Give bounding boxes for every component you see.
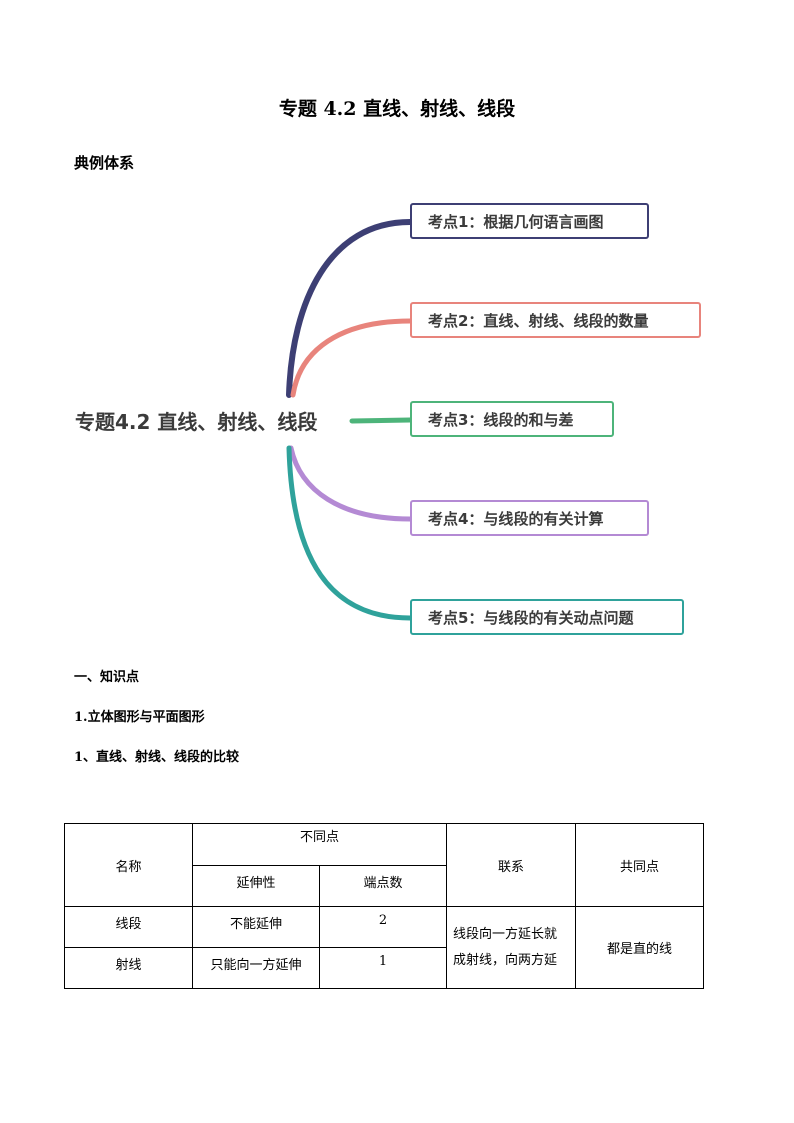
subheading-comparison: 1、直线、射线、线段的比较	[74, 750, 240, 765]
mindmap-node-1: 考点1：根据几何语言画图	[410, 203, 649, 239]
header-extensibility: 延伸性	[192, 865, 320, 907]
relation-cell: 线段向一方延长就成射线，向两方延	[446, 906, 576, 989]
header-name: 名称	[64, 823, 193, 907]
mindmap-node-4: 考点4：与线段的有关计算	[410, 500, 649, 536]
common-cell: 都是直的线	[575, 906, 704, 989]
header-differences: 不同点	[192, 823, 447, 866]
connector-5	[286, 445, 413, 621]
table-row: 线段 不能延伸 2 线段向一方延长就成射线，向两方延 都是直的线	[64, 906, 704, 989]
header-common: 共同点	[575, 823, 704, 907]
row-name: 线段	[64, 906, 193, 948]
connector-3	[349, 417, 413, 424]
mindmap-node-5: 考点5：与线段的有关动点问题	[410, 599, 684, 635]
section-heading-knowledge: 一、知识点	[74, 670, 140, 685]
row-name: 射线	[64, 947, 193, 989]
document-title: 专题 4.2 直线、射线、线段	[278, 98, 516, 120]
section-heading-examples: 典例体系	[74, 154, 135, 172]
mindmap-connectors	[286, 219, 413, 621]
subheading-shapes: 1.立体图形与平面图形	[74, 710, 205, 725]
header-relation: 联系	[446, 823, 576, 907]
row-endpoints: 2	[319, 906, 447, 948]
connector-1	[286, 219, 413, 398]
header-endpoint-count: 端点数	[319, 865, 447, 907]
row-extend: 只能向一方延伸	[192, 947, 320, 989]
mindmap-root: 专题4.2 直线、射线、线段	[75, 410, 318, 434]
mindmap-node-2: 考点2：直线、射线、线段的数量	[410, 302, 701, 338]
connector-2	[290, 318, 413, 398]
row-extend: 不能延伸	[192, 906, 320, 948]
comparison-table: 名称 不同点 联系 共同点 延伸性 端点数 线段 不能延伸 2 线段向一方延长就…	[64, 823, 704, 989]
mindmap-node-3: 考点3：线段的和与差	[410, 401, 614, 437]
row-endpoints: 1	[319, 947, 447, 989]
connector-4	[288, 445, 413, 522]
table-row: 射线 只能向一方延伸 1	[64, 947, 704, 989]
